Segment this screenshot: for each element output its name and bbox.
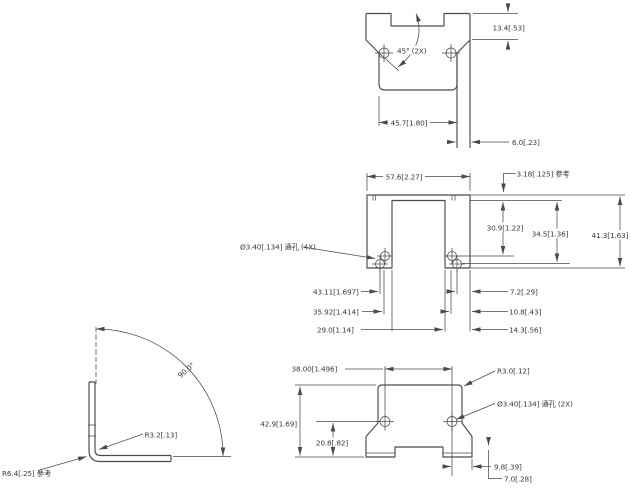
- dim-row2-right: 10.8[.43]: [509, 308, 541, 317]
- dim-bottom-corner-radius: R3.0[.12]: [497, 367, 530, 376]
- side-view-outline: [88, 327, 172, 463]
- dim-bottom-hole-height: 20.8[.82]: [316, 439, 348, 448]
- dim-top-height: 13.4[.53]: [493, 24, 525, 33]
- dim-front-flange-ref: 3.18[.125] 参考: [517, 170, 570, 179]
- dim-bottom-hole-spacing: 38.00[1.496]: [292, 365, 338, 374]
- dim-front-height: 41.3[1.63]: [592, 231, 629, 240]
- front-holes-note: Ø3.40[.134] 通孔 (4X): [240, 243, 316, 252]
- dim-top-chamfer: 45° (2X): [397, 47, 427, 56]
- bottom-holes-note: Ø3.40[.134] 通孔 (2X): [497, 400, 573, 409]
- side-view-dimensions: [37, 326, 231, 471]
- front-view: 57.6[2.27] 3.18[.125] 参考 30.9[1.22] 34.5…: [240, 170, 631, 335]
- dim-row1-left: 43.11[1.697]: [313, 288, 359, 297]
- dim-side-bend-radius: R3.2[.13]: [145, 431, 178, 440]
- dim-row2-left: 35.92[1.414]: [313, 308, 359, 317]
- front-view-dimensions: [302, 171, 631, 332]
- bottom-view-dimensions: [295, 366, 502, 479]
- dim-front-hole-upper: 30.9[1.22]: [487, 224, 524, 233]
- dim-top-inner-width: 45.7[1.80]: [391, 119, 428, 128]
- bottom-view: 38.00[1.496] 42.9[1.69] 20.8[.82] R3.0[.…: [260, 365, 573, 484]
- dim-bottom-height: 42.9[1.69]: [260, 420, 297, 429]
- dim-side-outer-radius: R6.4[.25] 参考: [2, 469, 51, 478]
- dim-row3-left: 29.0[1.14]: [317, 326, 354, 335]
- dim-front-width: 57.6[2.27]: [386, 173, 423, 182]
- front-view-outline: [366, 194, 471, 269]
- dim-front-hole-lower: 34.5[1.36]: [532, 230, 569, 239]
- dim-bottom-foot-inner: 7.0[.28]: [504, 475, 532, 484]
- dim-row3-right: 14.3[.56]: [509, 326, 541, 335]
- bottom-view-holes: [376, 366, 461, 476]
- side-view: 90.0° R3.2[.13] R6.4[.25] 参考: [2, 326, 231, 478]
- bottom-view-outline: [365, 384, 473, 458]
- dim-row1-right: 7.2[.29]: [510, 288, 538, 297]
- top-view: 13.4[.53] 45° (2X) 45.7[1.80] 6.0[.23]: [365, 3, 540, 148]
- front-view-holes: [372, 248, 465, 272]
- top-view-dimensions: [378, 3, 518, 145]
- top-view-outline: [365, 12, 471, 148]
- dim-side-angle: 90.0°: [176, 361, 196, 380]
- dim-top-thickness: 6.0[.23]: [512, 138, 540, 147]
- dim-bottom-foot-outer: 9.8[.39]: [494, 463, 522, 472]
